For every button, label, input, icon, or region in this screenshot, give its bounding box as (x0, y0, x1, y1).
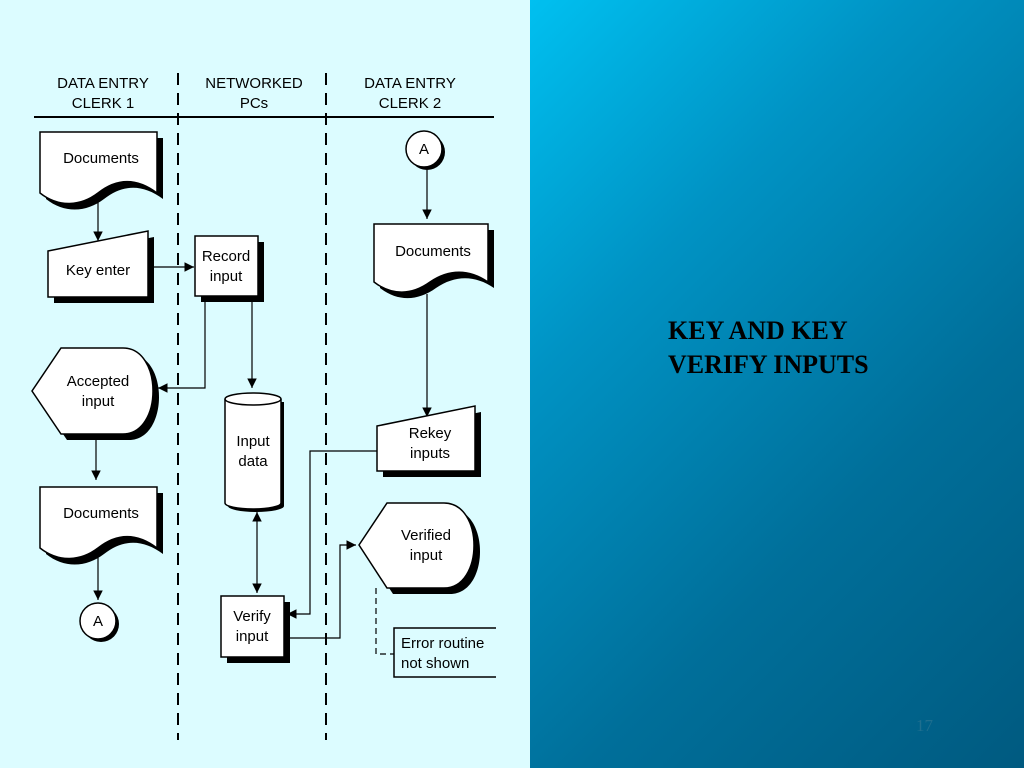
lane-clerk-1-line-1: DATA ENTRY (57, 75, 149, 92)
lane-header-clerk-1: DATA ENTRY CLERK 1 (57, 75, 149, 112)
slide-title-line-2: VERIFY INPUTS (668, 350, 869, 379)
lane-clerk-1-line-2: CLERK 1 (72, 95, 135, 112)
arrow-rekey-to-verify (287, 450, 377, 619)
error-routine-label-1: Error routine (401, 635, 484, 652)
accepted-input-node: Accepted input (31, 347, 159, 440)
record-input-label-2: input (210, 268, 243, 285)
lane-header-networked-pcs: NETWORKED PCs (205, 75, 303, 112)
accepted-input-label-1: Accepted (67, 373, 130, 390)
rekey-inputs-label-1: Rekey (409, 425, 452, 442)
documents-2-node: Documents (39, 486, 163, 565)
record-input-label-1: Record (202, 248, 250, 265)
verified-input-label-1: Verified (401, 527, 451, 544)
diagram-panel: DATA ENTRY CLERK 1 NETWORKED PCs DATA EN… (31, 73, 496, 740)
connector-a-out-node: A (79, 602, 119, 642)
connector-a-out-label: A (93, 613, 103, 630)
arrow-record-to-accepted (158, 296, 206, 393)
error-routine-label-2: not shown (401, 655, 469, 672)
lane-clerk-2-line-2: CLERK 2 (379, 95, 442, 112)
verify-input-node: Verify input (220, 595, 290, 663)
accepted-input-label-2: input (82, 393, 115, 410)
verified-input-node: Verified input (358, 502, 480, 594)
rekey-inputs-label-2: inputs (410, 445, 450, 462)
input-data-label-2: data (238, 453, 268, 470)
key-enter-node: Key enter (47, 230, 154, 303)
documents-1-label: Documents (63, 150, 139, 167)
lane-clerk-2-line-1: DATA ENTRY (364, 75, 456, 92)
verify-input-label-1: Verify (233, 608, 271, 625)
dashed-link-to-error (375, 588, 394, 655)
input-data-label-1: Input (236, 433, 270, 450)
lane-pcs-line-1: NETWORKED (205, 75, 303, 92)
connector-a-in-label: A (419, 141, 429, 158)
documents-1-node: Documents (39, 131, 163, 210)
lane-pcs-line-2: PCs (240, 95, 268, 112)
documents-3-label: Documents (395, 243, 471, 260)
connector-a-in-node: A (405, 130, 445, 170)
slide-title-line-1: KEY AND KEY (668, 316, 848, 345)
record-input-node: Record input (194, 235, 264, 302)
verify-input-label-2: input (236, 628, 269, 645)
documents-2-label: Documents (63, 505, 139, 522)
page-number: 17 (916, 716, 933, 735)
error-routine-annotation: Error routine not shown (393, 627, 496, 678)
rekey-inputs-node: Rekey inputs (376, 405, 481, 477)
key-enter-label: Key enter (66, 262, 130, 279)
arrow-verify-to-verified (284, 540, 356, 639)
verified-input-label-2: input (410, 547, 443, 564)
flowchart: DATA ENTRY CLERK 1 NETWORKED PCs DATA EN… (31, 73, 496, 740)
title-panel: KEY AND KEY VERIFY INPUTS 17 (530, 0, 1024, 768)
documents-3-node: Documents (373, 223, 494, 299)
lane-header-clerk-2: DATA ENTRY CLERK 2 (364, 75, 456, 112)
input-data-node: Input data (224, 392, 284, 512)
slide-title: KEY AND KEY VERIFY INPUTS (668, 314, 988, 382)
